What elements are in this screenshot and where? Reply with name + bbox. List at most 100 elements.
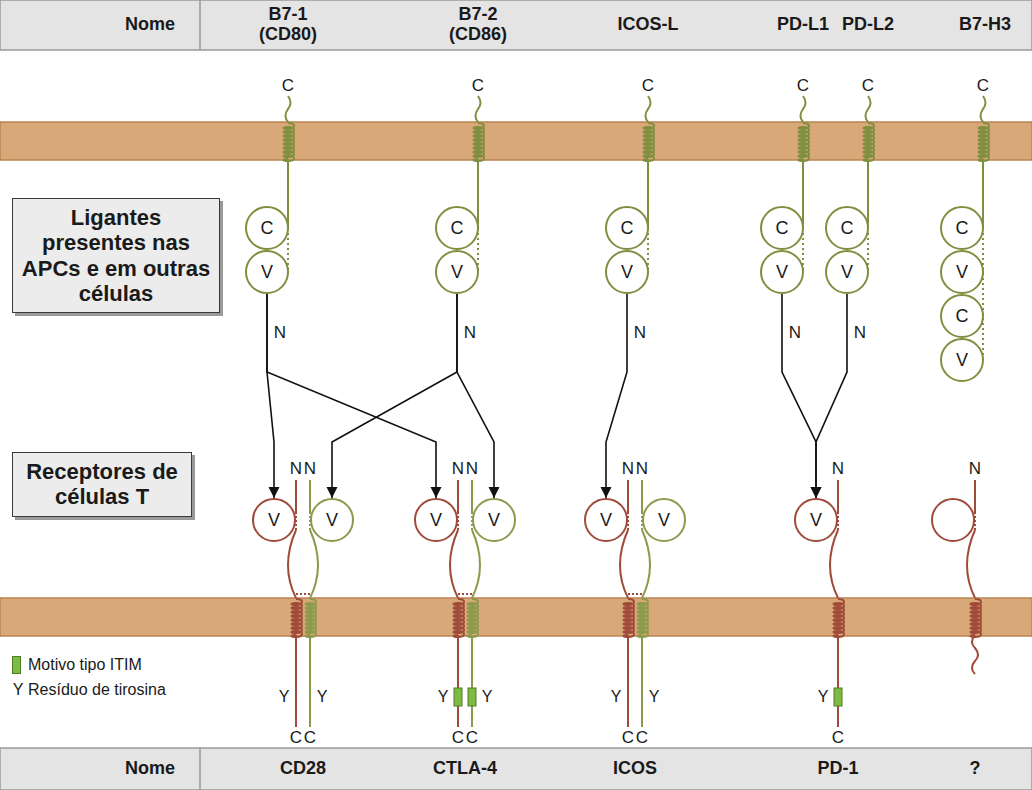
domain-circle: C xyxy=(245,206,289,250)
terminus-label: C xyxy=(622,729,634,748)
domain-circle: C xyxy=(435,206,479,250)
node-text: C xyxy=(261,219,274,237)
legend-text: Resíduo de tirosina xyxy=(28,681,166,699)
domain-circle: V xyxy=(245,250,289,294)
terminus-label: N xyxy=(274,324,286,343)
node-text: Receptores de células T xyxy=(21,459,183,510)
molecule-name: PD-L1 xyxy=(777,15,829,35)
node-text: V xyxy=(776,263,788,281)
molecule-name: B7-2 (CD86) xyxy=(437,5,519,45)
node-text: V xyxy=(488,511,500,529)
node-text: C xyxy=(776,219,789,237)
terminus-label: N xyxy=(290,460,302,479)
terminus-label: N xyxy=(832,460,844,479)
legend-swatch xyxy=(12,656,21,674)
terminus-label: N xyxy=(622,460,634,479)
terminus-label: N xyxy=(789,324,801,343)
domain-circle: C xyxy=(940,206,984,250)
domain-circle: C xyxy=(825,206,869,250)
tyrosine-label: Y xyxy=(482,688,493,706)
domain-circle: V xyxy=(940,338,984,382)
terminus-label: C xyxy=(304,729,316,748)
domain-circle: C xyxy=(760,206,804,250)
tyrosine-label: Y xyxy=(438,688,449,706)
domain-circle: V xyxy=(940,250,984,294)
binding-arrow xyxy=(267,294,274,498)
domain-circle: V xyxy=(472,498,516,542)
binding-arrow xyxy=(267,294,436,498)
node-text: V xyxy=(841,263,853,281)
molecule-name: CTLA-4 xyxy=(433,759,497,779)
molecule-name: ? xyxy=(970,759,981,779)
legend-symbol: Y xyxy=(13,681,24,699)
terminus-label: C xyxy=(636,729,648,748)
tyrosine-label: Y xyxy=(279,688,290,706)
terminus-label: C xyxy=(832,729,844,748)
terminus-label: N xyxy=(466,460,478,479)
terminus-label: C xyxy=(977,77,989,96)
domain-circle: V xyxy=(435,250,479,294)
molecule-name: PD-L2 xyxy=(842,15,894,35)
node-text: V xyxy=(621,263,633,281)
domain-circle: V xyxy=(252,498,296,542)
node-text: C xyxy=(451,219,464,237)
node-text: V xyxy=(658,511,670,529)
domain-circle: V xyxy=(605,250,649,294)
molecule-name: Nome xyxy=(125,15,175,35)
terminus-label: C xyxy=(452,729,464,748)
tyrosine-label: Y xyxy=(818,688,829,706)
binding-arrow xyxy=(332,294,457,498)
domain-circle: V xyxy=(642,498,686,542)
terminus-label: C xyxy=(472,77,484,96)
legend-text: Motivo tipo ITIM xyxy=(28,656,142,674)
terminus-label: N xyxy=(636,460,648,479)
binding-arrow xyxy=(782,294,816,498)
node-text: V xyxy=(326,511,338,529)
node-text: C xyxy=(841,219,854,237)
node-text: C xyxy=(621,219,634,237)
label-box: Ligantes presentes nas APCs e em outras … xyxy=(12,198,220,313)
terminus-label: C xyxy=(466,729,478,748)
molecule-name: B7-H3 xyxy=(959,15,1011,35)
domain-circle: V xyxy=(825,250,869,294)
terminus-label: N xyxy=(854,324,866,343)
node-text: V xyxy=(430,511,442,529)
node-text: V xyxy=(600,511,612,529)
domain-circle: V xyxy=(794,498,838,542)
label-box: Receptores de células T xyxy=(12,452,192,517)
tyrosine-label: Y xyxy=(317,688,328,706)
molecule-name: CD28 xyxy=(280,759,326,779)
terminus-label: N xyxy=(304,460,316,479)
node-text: V xyxy=(956,263,968,281)
node-text: C xyxy=(956,307,969,325)
terminus-label: C xyxy=(282,77,294,96)
terminus-label: C xyxy=(797,77,809,96)
node-text: V xyxy=(261,263,273,281)
domain-circle: V xyxy=(310,498,354,542)
molecule-name: Nome xyxy=(125,759,175,779)
molecule-name: B7-1 (CD80) xyxy=(247,5,329,45)
node-text: C xyxy=(956,219,969,237)
domain-circle: C xyxy=(605,206,649,250)
tyrosine-label: Y xyxy=(649,688,660,706)
domain-circle: C xyxy=(940,294,984,338)
molecule-name: ICOS-L xyxy=(618,15,679,35)
terminus-label: C xyxy=(642,77,654,96)
terminus-label: N xyxy=(969,460,981,479)
tyrosine-label: Y xyxy=(611,688,622,706)
node-text: V xyxy=(268,511,280,529)
node-text: V xyxy=(451,263,463,281)
terminus-label: N xyxy=(464,324,476,343)
node-text: V xyxy=(810,511,822,529)
node-text: Ligantes presentes nas APCs e em outras … xyxy=(21,205,211,306)
molecule-name: PD-1 xyxy=(817,759,858,779)
node-text: V xyxy=(956,351,968,369)
molecule-name: ICOS xyxy=(613,759,657,779)
domain-circle: V xyxy=(414,498,458,542)
terminus-label: N xyxy=(634,324,646,343)
domain-circle: V xyxy=(760,250,804,294)
terminus-label: N xyxy=(452,460,464,479)
